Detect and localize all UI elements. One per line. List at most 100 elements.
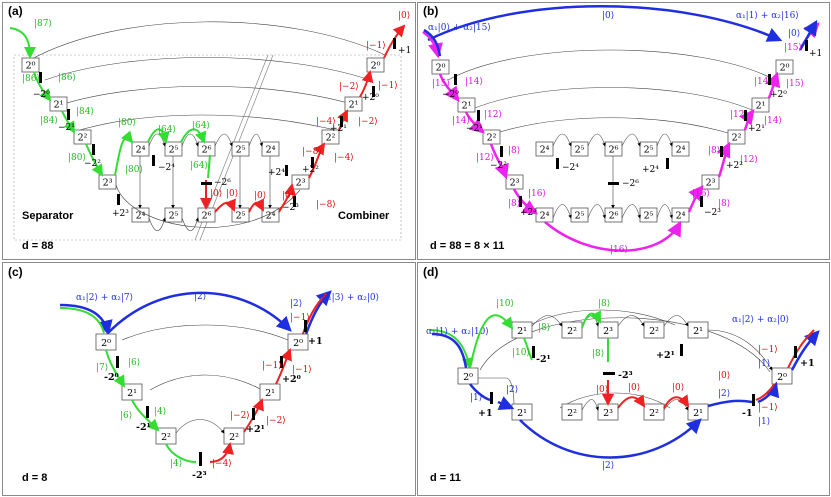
a-node-left-1: 2¹ bbox=[49, 96, 68, 112]
a-left-offset-0: −2⁰ bbox=[33, 90, 50, 100]
svg-text:2²: 2² bbox=[78, 133, 88, 144]
d-state-0: |10⟩ bbox=[496, 299, 514, 309]
a-node-low-1: 2⁵ bbox=[164, 207, 183, 223]
svg-text:2¹: 2¹ bbox=[265, 388, 275, 399]
a-green-state-7: |80⟩ bbox=[125, 165, 143, 175]
a-node-left-4: 2⁴ bbox=[131, 141, 150, 157]
svg-text:−2²: −2² bbox=[490, 161, 507, 171]
svg-text:2⁵: 2⁵ bbox=[644, 211, 654, 222]
c-offset-2: -2³ bbox=[192, 470, 207, 481]
a-green-state-6: |80⟩ bbox=[118, 118, 136, 128]
svg-text:2⁴: 2⁴ bbox=[540, 211, 550, 222]
d-offset-3: +1 bbox=[478, 408, 493, 419]
svg-text:2¹: 2¹ bbox=[462, 101, 472, 112]
b-top-blue-arc bbox=[427, 5, 783, 42]
svg-text:2²: 2² bbox=[567, 326, 577, 337]
a-separator-label: Separator bbox=[22, 210, 74, 222]
svg-text:2¹: 2¹ bbox=[517, 408, 527, 419]
svg-text:+2⁴: +2⁴ bbox=[642, 165, 659, 175]
c-state-2: |6⟩ bbox=[120, 411, 132, 421]
svg-text:+1: +1 bbox=[809, 49, 822, 59]
svg-text:|8⟩: |8⟩ bbox=[508, 199, 520, 209]
a-left-offset-2: −2² bbox=[84, 159, 101, 169]
a-combiner-label: Combiner bbox=[338, 210, 390, 222]
b-nodes: 2⁰ 2¹ 2² 2³ 2⁴ 2⁵ 2⁶ 2⁵ 2⁴ 2³ 2² 2¹ 2⁰ 2… bbox=[431, 59, 794, 223]
c-top-state: |2⟩ bbox=[194, 292, 206, 302]
svg-text:|15⟩: |15⟩ bbox=[786, 79, 804, 89]
panel-a-frame bbox=[13, 54, 402, 241]
a-red-state-0: |0⟩ bbox=[398, 11, 410, 21]
c-state-8: |−1⟩ bbox=[262, 361, 282, 371]
a-right-offset-0: +1 bbox=[398, 46, 411, 56]
d-state-8: |0⟩ bbox=[628, 383, 640, 393]
svg-text:2³: 2³ bbox=[603, 408, 613, 419]
d-state-2: |8⟩ bbox=[598, 299, 610, 309]
svg-text:−2³: −2³ bbox=[704, 208, 721, 218]
c-top-blue-arc bbox=[107, 291, 292, 334]
c-offset-4: +2⁰ bbox=[282, 374, 301, 385]
c-state-5: |−4⟩ bbox=[212, 459, 232, 469]
svg-text:−2¹: −2¹ bbox=[466, 124, 483, 134]
a-red-state-12: |−8⟩ bbox=[316, 200, 336, 210]
d-offset-0: -2¹ bbox=[536, 354, 551, 365]
a-node-left-6: 2⁶ bbox=[197, 141, 216, 157]
svg-text:|14⟩: |14⟩ bbox=[754, 77, 772, 87]
d-state-3: |10⟩ bbox=[512, 348, 530, 358]
svg-text:2¹: 2¹ bbox=[517, 326, 527, 337]
a-red-state-8: |0⟩ bbox=[210, 189, 222, 199]
svg-text:2¹: 2¹ bbox=[54, 100, 64, 111]
svg-text:2³: 2³ bbox=[510, 178, 520, 189]
d-state-9: |0⟩ bbox=[672, 383, 684, 393]
a-right-offset-4: +2⁴ bbox=[268, 168, 285, 178]
a-red-state-3: |−1⟩ bbox=[378, 81, 398, 91]
svg-text:2²: 2² bbox=[649, 408, 659, 419]
b-bars bbox=[454, 40, 808, 207]
svg-text:|12⟩: |12⟩ bbox=[730, 110, 748, 120]
svg-text:|16⟩: |16⟩ bbox=[692, 189, 710, 199]
a-arc-3 bbox=[59, 85, 356, 106]
d-state-10: |2⟩ bbox=[718, 389, 730, 399]
a-red-state-4: |−4⟩ bbox=[316, 117, 336, 127]
svg-text:2²: 2² bbox=[567, 408, 577, 419]
a-left-offset-1: −2¹ bbox=[58, 123, 75, 133]
b-offsets: −2⁰−2¹ −2²+2³ −2⁴−2⁶ +2⁴−2³ +2²+2¹ +2⁰+1 bbox=[442, 49, 822, 218]
c-offset-5: +1 bbox=[308, 336, 323, 347]
d-right-output: α₁|2⟩ + α₂|0⟩ bbox=[732, 315, 789, 325]
a-node-right-0: 2⁰ bbox=[366, 57, 385, 73]
svg-text:|16⟩: |16⟩ bbox=[528, 189, 546, 199]
svg-text:|14⟩: |14⟩ bbox=[452, 116, 470, 126]
panel-c-label: (c) bbox=[8, 265, 23, 279]
a-node-right-3: 2³ bbox=[291, 174, 310, 190]
svg-text:2¹: 2¹ bbox=[756, 101, 766, 112]
svg-text:2⁵: 2⁵ bbox=[236, 211, 246, 222]
d-state-7: |0⟩ bbox=[596, 385, 608, 395]
svg-text:2⁰: 2⁰ bbox=[26, 61, 36, 72]
a-right-offset-2: +2¹ bbox=[330, 124, 347, 134]
d-state-14: |−1⟩ bbox=[758, 403, 778, 413]
svg-text:2⁵: 2⁵ bbox=[236, 145, 246, 156]
svg-text:|14⟩: |14⟩ bbox=[465, 77, 483, 87]
a-green-state-0: |87⟩ bbox=[34, 19, 52, 29]
svg-text:+2¹: +2¹ bbox=[748, 124, 765, 134]
a-right-offset-5: −2³ bbox=[282, 203, 299, 213]
a-red-state-2: |−2⟩ bbox=[339, 82, 359, 92]
panel-c bbox=[2, 262, 416, 496]
svg-text:2⁴: 2⁴ bbox=[676, 145, 686, 156]
a-right-offset-1: +2⁰ bbox=[362, 93, 379, 103]
svg-text:2²: 2² bbox=[326, 133, 336, 144]
d-d-label: d = 11 bbox=[430, 472, 461, 484]
c-offset-1: -2¹ bbox=[136, 422, 151, 433]
a-left-offset-5: −2⁶ bbox=[214, 178, 231, 188]
svg-text:2¹: 2¹ bbox=[693, 408, 703, 419]
svg-text:|15⟩: |15⟩ bbox=[784, 43, 802, 53]
svg-text:2⁴: 2⁴ bbox=[266, 211, 276, 222]
d-bottom-state: |2⟩ bbox=[602, 461, 614, 471]
svg-text:2³: 2³ bbox=[296, 178, 306, 189]
b-right-output: α₁|1⟩ + α₂|16⟩ bbox=[736, 11, 799, 21]
a-arc-2 bbox=[44, 57, 371, 81]
a-right-offset-3: +2² bbox=[302, 165, 319, 175]
svg-text:+2⁰: +2⁰ bbox=[770, 90, 787, 100]
c-state-7: |−2⟩ bbox=[266, 416, 286, 426]
a-green-state-8: |64⟩ bbox=[158, 125, 176, 135]
d-state-15: |1⟩ bbox=[758, 417, 770, 427]
